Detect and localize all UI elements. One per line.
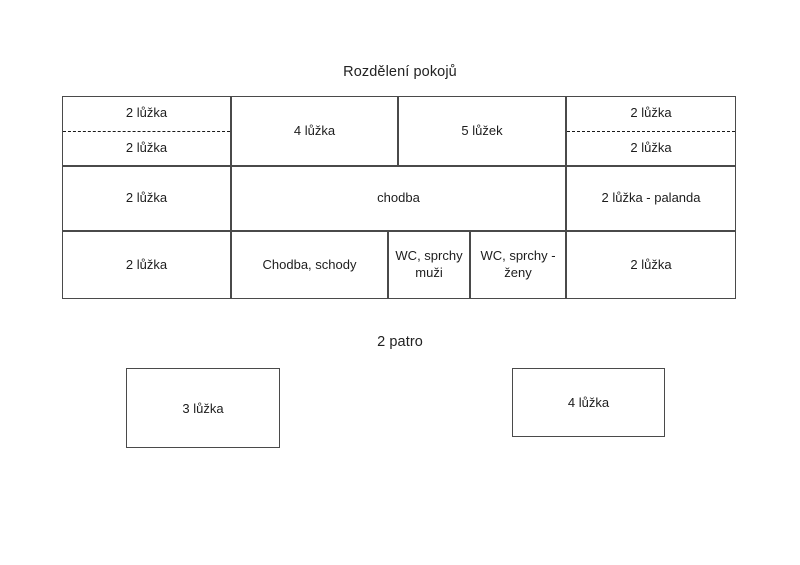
- room-label-r1c1-top: 2 lůžka: [125, 105, 168, 121]
- wc-showers-women-cell: WC, sprchy - ženy: [470, 231, 566, 299]
- corridor-cell-r2: chodba: [231, 166, 566, 231]
- page-title: Rozdělení pokojů: [343, 64, 457, 80]
- room-label-r1c4-top: 2 lůžka: [630, 105, 672, 121]
- room-cell-r2c3: 2 lůžka - palanda: [566, 166, 736, 231]
- room-cell-r1c4: 2 lůžka 2 lůžka: [566, 96, 736, 166]
- room-cell-r1c1: 2 lůžka 2 lůžka: [62, 96, 231, 166]
- room-cell-r1c3: 5 lůžek: [398, 96, 566, 166]
- corridor-stairs-cell-r3: Chodba, schody: [231, 231, 388, 299]
- dashed-divider-icon: [567, 130, 735, 132]
- room-box-right: 4 lůžka: [512, 368, 665, 437]
- room-cell-r3c1: 2 lůžka: [62, 231, 231, 299]
- room-cell-r3c5: 2 lůžka: [566, 231, 736, 299]
- second-floor-title: 2 patro: [377, 334, 423, 350]
- room-cell-r2c1: 2 lůžka: [62, 166, 231, 231]
- room-box-left: 3 lůžka: [126, 368, 280, 448]
- room-cell-r1c2: 4 lůžka: [231, 96, 398, 166]
- dashed-divider-icon: [63, 130, 230, 132]
- wc-showers-men-cell: WC, sprchy muži: [388, 231, 470, 299]
- room-label-r1c1-bottom: 2 lůžka: [125, 139, 168, 155]
- floor-plan-table: 2 lůžka 2 lůžka 4 lůžka 5 lůžek 2 lůžka …: [62, 96, 736, 299]
- room-label-r1c4-bottom: 2 lůžka: [630, 139, 672, 155]
